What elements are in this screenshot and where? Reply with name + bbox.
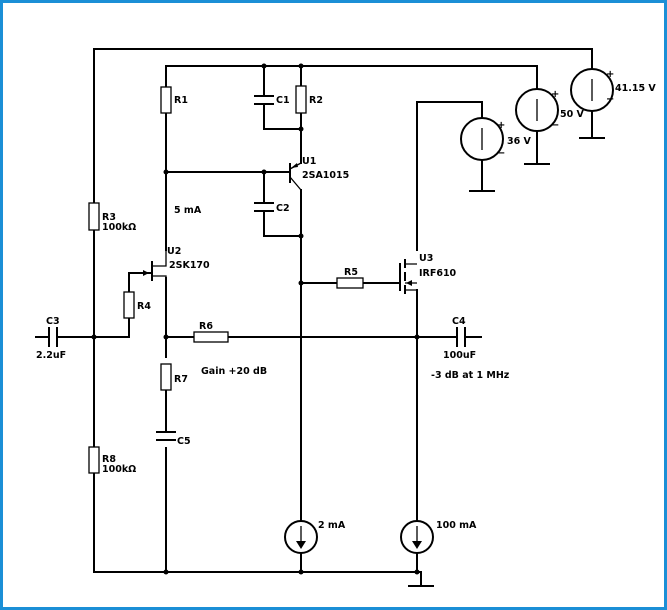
svg-text:R3: R3 <box>102 212 116 223</box>
svg-text:−: − <box>551 120 559 131</box>
resistor-r6: R6 <box>193 321 229 343</box>
voltage-source-41v: + − 41.15 V <box>570 68 656 112</box>
svg-text:C1: C1 <box>276 95 290 106</box>
resistor-r4: R4 <box>123 291 151 319</box>
svg-text:2SK170: 2SK170 <box>169 260 210 271</box>
svg-text:2SA1015: 2SA1015 <box>302 170 349 181</box>
svg-text:36 V: 36 V <box>507 136 532 147</box>
svg-text:C4: C4 <box>452 316 466 327</box>
bias-current-label: 5 mA <box>174 205 202 216</box>
svg-text:C3: C3 <box>46 316 60 327</box>
svg-text:C5: C5 <box>177 436 191 447</box>
svg-text:41.15 V: 41.15 V <box>615 83 656 94</box>
svg-text:IRF610: IRF610 <box>419 268 457 279</box>
resistor-r5: R5 <box>336 267 364 289</box>
resistor-r3: R3 100kΩ <box>88 202 136 233</box>
svg-text:U3: U3 <box>419 253 433 264</box>
svg-text:R6: R6 <box>199 321 213 332</box>
svg-text:−: − <box>497 148 505 159</box>
svg-text:50 V: 50 V <box>560 109 585 120</box>
current-source-100ma: 100 mA <box>400 520 477 554</box>
svg-text:+: + <box>551 89 559 100</box>
resistor-r8: R8 100kΩ <box>88 446 136 475</box>
svg-text:2 mA: 2 mA <box>318 520 346 531</box>
svg-text:100 mA: 100 mA <box>436 520 477 531</box>
svg-text:100uF: 100uF <box>443 350 476 361</box>
wires <box>35 48 605 587</box>
svg-text:R1: R1 <box>174 95 188 106</box>
voltage-source-36v: + − 36 V <box>460 117 532 161</box>
svg-text:R7: R7 <box>174 374 188 385</box>
voltage-source-50v: + − 50 V <box>515 88 585 132</box>
transistor-u2-jfet: U2 2SK170 <box>143 246 210 281</box>
resistor-r7: R7 <box>160 363 188 391</box>
svg-text:+: + <box>606 69 614 80</box>
svg-text:100kΩ: 100kΩ <box>102 464 136 475</box>
bandwidth-label: -3 dB at 1 MHz <box>431 370 510 381</box>
resistor-r1: R1 <box>160 86 188 114</box>
current-source-2ma: 2 mA <box>284 520 346 554</box>
svg-text:U1: U1 <box>302 156 316 167</box>
svg-text:−: − <box>606 94 614 105</box>
svg-text:U2: U2 <box>167 246 181 257</box>
transistor-u1-pnp: U1 2SA1015 <box>289 156 349 191</box>
resistor-r2: R2 <box>295 85 323 114</box>
svg-text:R5: R5 <box>344 267 358 278</box>
svg-text:R4: R4 <box>137 301 151 312</box>
svg-text:100kΩ: 100kΩ <box>102 222 136 233</box>
svg-text:R2: R2 <box>309 95 323 106</box>
svg-text:+: + <box>497 120 505 131</box>
junctions <box>91 63 420 575</box>
svg-text:R8: R8 <box>102 454 116 465</box>
capacitor-c1: C1 <box>254 95 290 106</box>
svg-text:2.2uF: 2.2uF <box>36 350 66 361</box>
capacitor-c4: C4 100uF <box>443 316 476 361</box>
svg-text:C2: C2 <box>276 203 290 214</box>
capacitor-c5: C5 <box>156 431 191 447</box>
capacitor-c2: C2 <box>254 202 290 214</box>
gain-label: Gain +20 dB <box>201 366 267 377</box>
capacitor-c3: C3 2.2uF <box>36 316 66 361</box>
transistor-u3-mosfet: U3 IRF610 <box>399 253 457 294</box>
